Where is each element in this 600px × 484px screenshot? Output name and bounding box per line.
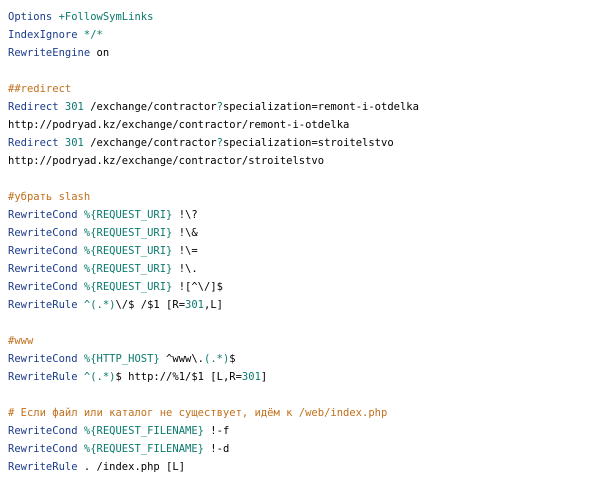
code-token: ? — [216, 101, 223, 113]
code-token: %{REQUEST_FILENAME} — [83, 425, 204, 437]
code-line: #www — [8, 332, 419, 350]
code-token: %{REQUEST_URI} — [83, 263, 173, 275]
code-token: #убрать slash — [8, 191, 91, 203]
code-token: 301 — [241, 371, 261, 383]
code-line: RewriteRule . /index.php [L] — [8, 458, 419, 476]
code-token: $ http://%1/$1 [L,R= — [115, 371, 242, 383]
code-token: specialization=stroitelstvo — [222, 137, 394, 149]
code-token: Redirect — [8, 137, 59, 149]
code-line — [8, 314, 419, 332]
code-token: RewriteRule — [8, 299, 78, 311]
code-token: ^(.*) — [83, 371, 116, 383]
code-line: ##redirect — [8, 80, 419, 98]
code-token: ? — [216, 137, 223, 149]
code-line: RewriteCond %{REQUEST_URI} !\& — [8, 224, 419, 242]
code-token: \/$ /$1 [R= — [115, 299, 186, 311]
code-line: Redirect 301 /exchange/contractor?specia… — [8, 134, 419, 152]
code-token: http://podryad.kz/exchange/contractor/re… — [8, 119, 350, 131]
code-token: on — [90, 47, 110, 59]
code-token: RewriteRule — [8, 371, 78, 383]
code-line — [8, 62, 419, 80]
code-line: IndexIgnore */* — [8, 26, 419, 44]
code-token: %{REQUEST_URI} — [83, 227, 173, 239]
code-line: RewriteCond %{HTTP_HOST} ^www\.(.*)$ — [8, 350, 419, 368]
code-line: #убрать slash — [8, 188, 419, 206]
code-token: /exchange/contractor — [83, 137, 217, 149]
code-token: %{REQUEST_URI} — [83, 281, 173, 293]
code-token: (.*) — [204, 353, 230, 365]
code-token: !\= — [172, 245, 198, 257]
code-token: %{HTTP_HOST} — [83, 353, 160, 365]
code-token: 301 — [64, 137, 84, 149]
code-token: %{REQUEST_URI} — [83, 245, 173, 257]
code-token: RewriteCond — [8, 263, 78, 275]
code-token: Options — [8, 11, 53, 23]
code-token: ##redirect — [8, 83, 72, 95]
code-line: Redirect 301 /exchange/contractor?specia… — [8, 98, 419, 116]
code-token: ,L] — [204, 299, 223, 311]
code-token: ^www\. — [159, 353, 204, 365]
code-line: RewriteCond %{REQUEST_URI} !\. — [8, 260, 419, 278]
code-line — [8, 170, 419, 188]
code-token: RewriteCond — [8, 227, 78, 239]
code-token: +FollowSymLinks — [58, 11, 154, 23]
code-line: Options +FollowSymLinks — [8, 8, 419, 26]
code-line: RewriteCond %{REQUEST_URI} ![^\/]$ — [8, 278, 419, 296]
code-line: RewriteEngine on — [8, 44, 419, 62]
code-token: $ — [229, 353, 236, 365]
code-token: %{REQUEST_URI} — [83, 209, 173, 221]
code-token: # Если файл или каталог не существует, и… — [8, 407, 388, 419]
code-line: RewriteCond %{REQUEST_URI} !\= — [8, 242, 419, 260]
code-token: */* — [83, 29, 103, 41]
code-line: RewriteRule ^(.*)\/$ /$1 [R=301,L] — [8, 296, 419, 314]
code-token: RewriteCond — [8, 281, 78, 293]
code-token: RewriteCond — [8, 443, 78, 455]
code-token: RewriteCond — [8, 209, 78, 221]
code-token: ![^\/]$ — [172, 281, 223, 293]
code-token: #www — [8, 335, 34, 347]
code-line — [8, 386, 419, 404]
code-token: RewriteCond — [8, 245, 78, 257]
code-token: !\. — [172, 263, 198, 275]
code-token: !\? — [172, 209, 198, 221]
code-line: # Если файл или каталог не существует, и… — [8, 404, 419, 422]
code-token: 301 — [185, 299, 204, 311]
code-token: !\& — [172, 227, 198, 239]
code-token: RewriteCond — [8, 425, 78, 437]
code-token: specialization=remont-i-otdelka — [222, 101, 419, 113]
code-line: http://podryad.kz/exchange/contractor/re… — [8, 116, 419, 134]
code-token: !-f — [203, 425, 230, 437]
code-token: . /index.php [L] — [77, 461, 186, 473]
code-line: RewriteCond %{REQUEST_FILENAME} !-d — [8, 440, 419, 458]
code-token: %{REQUEST_FILENAME} — [83, 443, 204, 455]
code-token: /exchange/contractor — [83, 101, 217, 113]
code-line: RewriteCond %{REQUEST_FILENAME} !-f — [8, 422, 419, 440]
code-token: Redirect — [8, 101, 59, 113]
code-token: RewriteEngine — [8, 47, 91, 59]
code-line: RewriteRule ^(.*)$ http://%1/$1 [L,R=301… — [8, 368, 419, 386]
code-token: http://podryad.kz/exchange/contractor/st… — [8, 155, 325, 167]
code-token: IndexIgnore — [8, 29, 78, 41]
code-token: ] — [260, 371, 268, 383]
code-line: RewriteCond %{REQUEST_URI} !\? — [8, 206, 419, 224]
code-token: ^(.*) — [83, 299, 116, 311]
code-token: 301 — [64, 101, 84, 113]
code-token: RewriteRule — [8, 461, 78, 473]
code-token: RewriteCond — [8, 353, 78, 365]
code-line: http://podryad.kz/exchange/contractor/st… — [8, 152, 419, 170]
code-token: !-d — [203, 443, 230, 455]
